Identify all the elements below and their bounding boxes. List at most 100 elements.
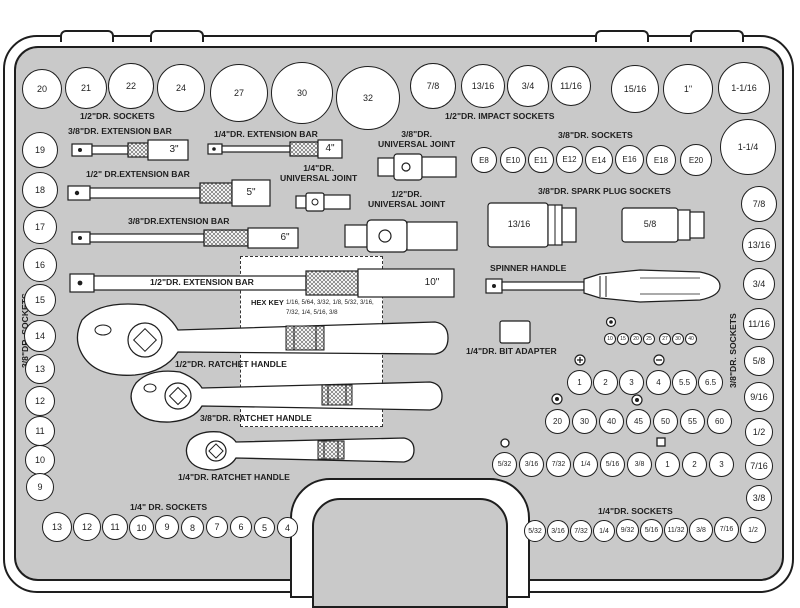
bit-torx-small-27: 27: [659, 333, 671, 345]
label-ratchet-14: 1/4"DR. RATCHET HANDLE: [178, 472, 290, 482]
star-icon: [551, 393, 563, 405]
socket-38r-13-16: 13/16: [742, 228, 776, 262]
label-ext-38-6in: 3/8"DR.EXTENSION BAR: [128, 216, 230, 226]
extension-bar-12-10in: [69, 268, 455, 298]
square-icon: [656, 437, 666, 447]
socket-38-11: 11: [25, 416, 55, 446]
bit-torx-small-10: 10: [604, 333, 616, 345]
socket-impact-3-4: 3/4: [507, 65, 549, 107]
extension-bar-38-3in: [71, 139, 189, 161]
ratchet-handle-38: [130, 370, 443, 423]
bit-hex-5-16: 5/16: [600, 452, 625, 477]
case-latch-left-1: [60, 30, 114, 42]
socket-quarter-13: 13: [42, 512, 72, 542]
label-ext-12-5in: 1/2" DR.EXTENSION BAR: [86, 169, 190, 179]
bit-phillips-3: 3: [619, 370, 644, 395]
socket-impact-11-16: 11/16: [551, 66, 591, 106]
label-universal-joint-38: 3/8"DR. UNIVERSAL JOINT: [378, 129, 456, 149]
bit-torx-small-15: 15: [617, 333, 629, 345]
socket-quarter-6: 6: [230, 516, 252, 538]
label-quarter-dr-sockets-right: 1/4"DR. SOCKETS: [598, 506, 673, 516]
label-spinner-handle: SPINNER HANDLE: [490, 263, 567, 273]
spark-plug-5-8-size: 5/8: [643, 219, 657, 229]
bit-slotted-6-5: 6.5: [698, 370, 723, 395]
label-universal-joint-14: 1/4"DR. UNIVERSAL JOINT: [280, 163, 358, 183]
bit-hex-1-4: 1/4: [573, 452, 598, 477]
socket-half-20: 20: [22, 69, 62, 109]
socket-quarter-11: 11: [102, 514, 128, 540]
bit-square-3: 3: [709, 452, 734, 477]
bit-hex-3-16: 3/16: [519, 452, 544, 477]
socket-quarter-12: 12: [73, 513, 101, 541]
label-spark-plug-sockets: 3/8"DR. SPARK PLUG SOCKETS: [538, 186, 671, 196]
ext-38-6in-size: 6": [280, 232, 290, 243]
extension-bar-14-4in: [207, 139, 343, 159]
socket-quarter-1-2: 1/2: [740, 517, 766, 543]
bit-phillips-1: 1: [567, 370, 592, 395]
bit-hex-3-8: 3/8: [627, 452, 652, 477]
socket-half-30: 30: [271, 62, 333, 124]
label-bit-adapter: 1/4"DR. BIT ADAPTER: [466, 346, 557, 356]
bit-adapter: [499, 320, 531, 344]
socket-38-9: 9: [26, 473, 54, 501]
extension-bar-12-5in: [67, 179, 271, 207]
socket-38r-9-16: 9/16: [744, 382, 774, 412]
label-quarter-dr-sockets-left: 1/4" DR. SOCKETS: [130, 502, 208, 512]
bit-slotted-5-5: 5.5: [672, 370, 697, 395]
ext-12-10in-size: 10": [424, 277, 440, 288]
case-handle-inner: [312, 498, 508, 608]
universal-joint-38: [377, 153, 457, 181]
socket-e8: E8: [471, 147, 497, 173]
socket-impact-1-1-16: 1-1/16: [718, 62, 770, 114]
socket-38r-5-8: 5/8: [744, 346, 774, 376]
ext-14-4in-size: 4": [325, 143, 335, 154]
label-ext-12-10in: 1/2"DR. EXTENSION BAR: [150, 277, 254, 287]
socket-e10: E10: [500, 147, 526, 173]
bit-torx-small-20: 20: [630, 333, 642, 345]
label-half-dr-sockets: 1/2"DR. SOCKETS: [80, 111, 155, 121]
socket-quarter-11-32: 11/32: [664, 518, 688, 542]
bit-torx-60: 60: [707, 409, 732, 434]
socket-half-32: 32: [336, 66, 400, 130]
socket-impact-15-16: 15/16: [611, 65, 659, 113]
hex-key-sizes: 1/16, 5/64, 3/32, 1/8, 5/32, 3/16, 7/32,…: [286, 299, 374, 316]
socket-quarter-7-16: 7/16: [714, 517, 739, 542]
bit-hex-5-32: 5/32: [492, 452, 517, 477]
case-latch-right-1: [595, 30, 649, 42]
extension-bar-38-6in: [71, 227, 299, 249]
spark-plug-13-16-size: 13/16: [507, 219, 531, 229]
socket-quarter-10: 10: [129, 515, 154, 540]
socket-e18: E18: [646, 145, 676, 175]
socket-quarter-9-32: 9/32: [616, 519, 639, 542]
bit-square-1: 1: [655, 452, 680, 477]
socket-impact-1-1-4: 1-1/4: [720, 119, 776, 175]
bit-slotted-4: 4: [646, 370, 671, 395]
label-half-dr-impact-sockets: 1/2"DR. IMPACT SOCKETS: [445, 111, 555, 121]
socket-impact-1in: 1": [663, 64, 713, 114]
socket-quarter-7-32: 7/32: [570, 520, 592, 542]
ratchet-handle-12: [76, 303, 449, 376]
label-ratchet-12: 1/2"DR. RATCHET HANDLE: [175, 359, 287, 369]
socket-quarter-5-16: 5/16: [640, 519, 663, 542]
socket-38-16: 16: [23, 248, 57, 282]
socket-half-27: 27: [210, 64, 268, 122]
socket-half-21: 21: [65, 67, 107, 109]
socket-38-10: 10: [25, 445, 55, 475]
label-ext-38-3in: 3/8"DR. EXTENSION BAR: [68, 126, 172, 136]
socket-quarter-7: 7: [206, 516, 228, 538]
socket-quarter-4: 4: [277, 517, 298, 538]
socket-38r-7-8: 7/8: [741, 186, 777, 222]
case-latch-right-2: [690, 30, 744, 42]
plus-circle-icon: [574, 354, 586, 366]
socket-38-15: 15: [24, 284, 56, 316]
socket-38-13: 13: [25, 354, 55, 384]
socket-quarter-9: 9: [155, 515, 179, 539]
socket-quarter-8: 8: [181, 516, 204, 539]
socket-38r-3-8: 3/8: [746, 485, 772, 511]
label-ratchet-38: 3/8"DR. RATCHET HANDLE: [200, 413, 312, 423]
label-universal-joint-12: 1/2"DR. UNIVERSAL JOINT: [368, 189, 446, 209]
socket-e14: E14: [585, 146, 613, 174]
